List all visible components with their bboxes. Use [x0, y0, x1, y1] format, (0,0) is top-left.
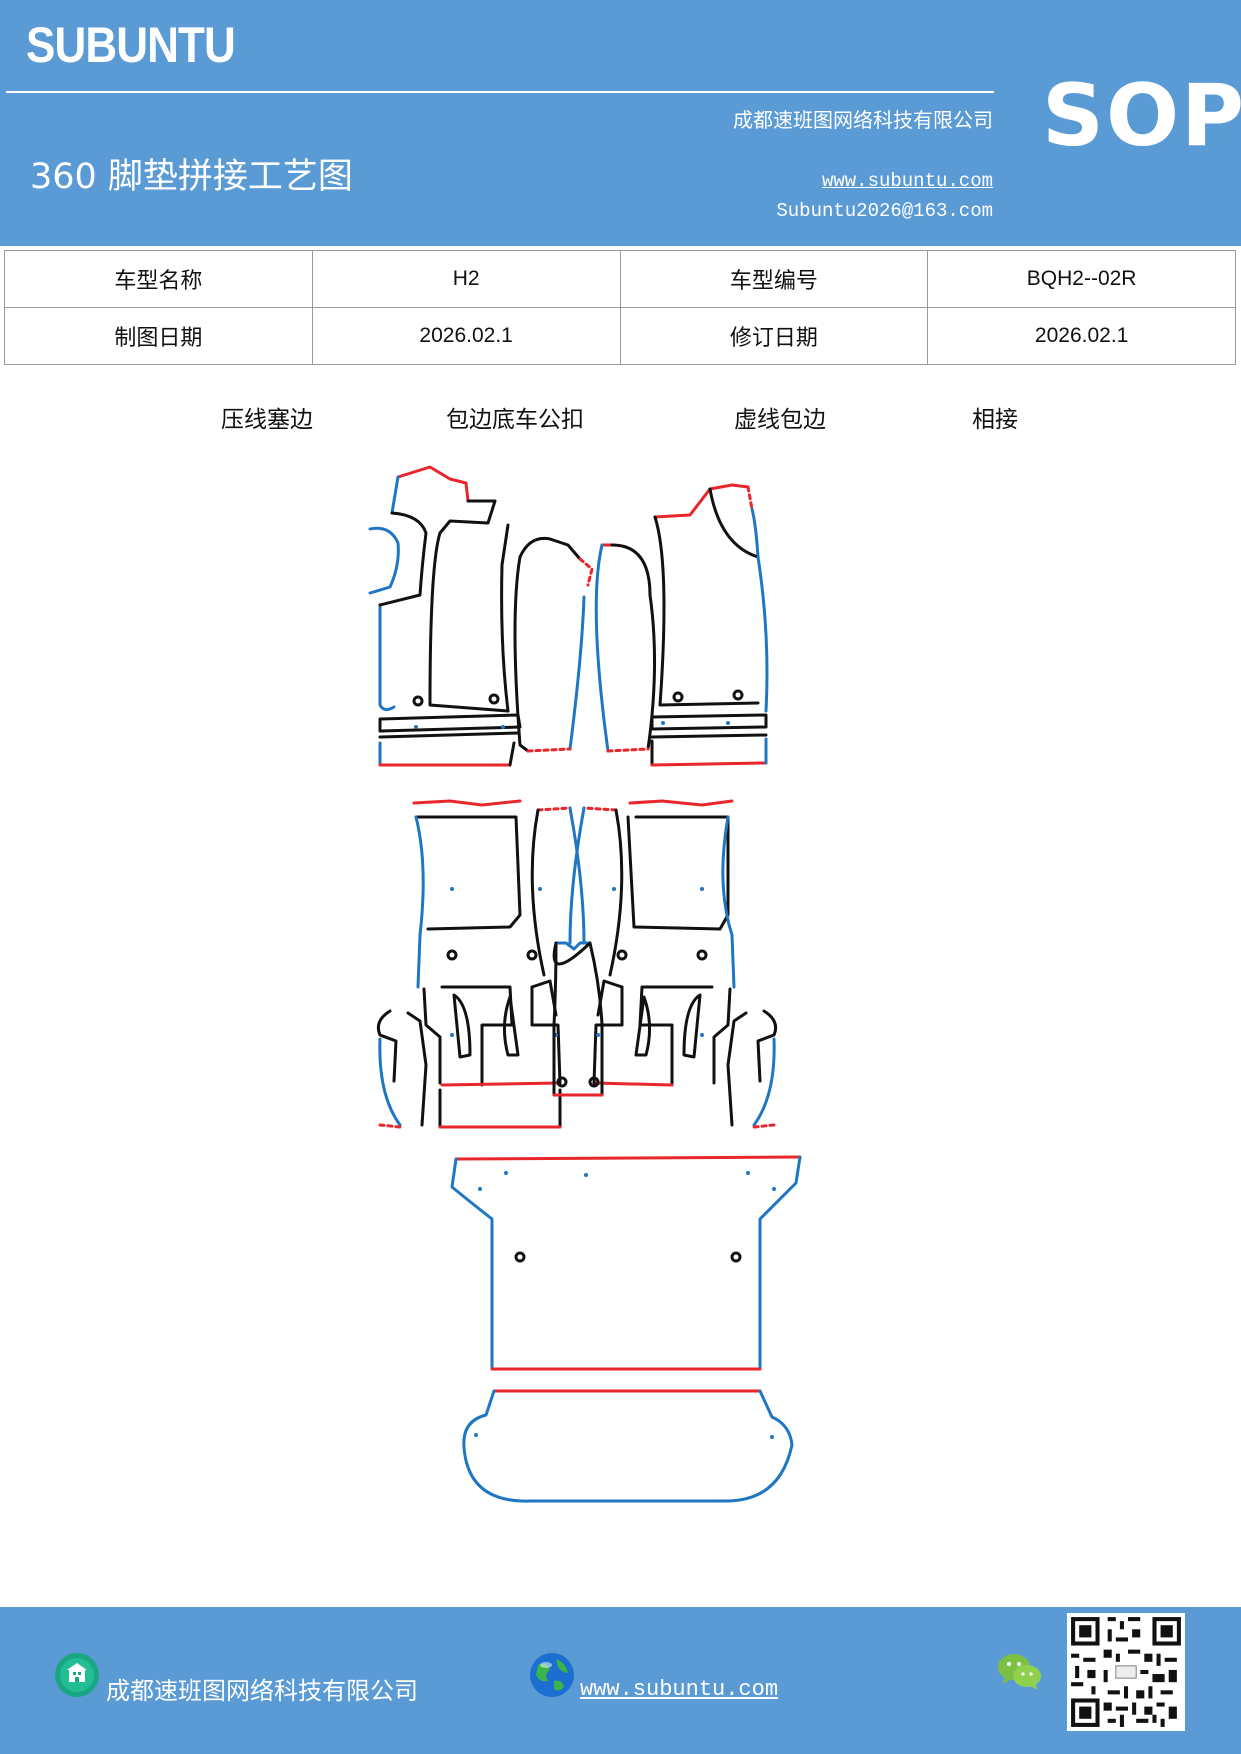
- legend-label: 压线塞边: [221, 407, 313, 433]
- globe-icon: [530, 1653, 574, 1697]
- legend-label: 包边底车公扣: [446, 407, 584, 433]
- table-cell-label: 车型编号: [619, 250, 929, 308]
- table-cell-value: 2026.02.1: [311, 307, 621, 365]
- info-table: 车型名称 H2 车型编号 BQH2--02R 制图日期 2026.02.1 修订…: [4, 250, 1236, 365]
- qr-code: [1067, 1613, 1185, 1731]
- second-row-mats: [376, 799, 778, 1129]
- footer-website-link[interactable]: www.subuntu.com: [580, 1677, 779, 1702]
- front-left-mat: [368, 465, 594, 767]
- wechat-icon: [998, 1654, 1041, 1690]
- footer-company: 成都速班图网络科技有限公司: [106, 1677, 418, 1705]
- footer: 成都速班图网络科技有限公司 www.subuntu.com: [0, 1607, 1241, 1754]
- legend: 压线塞边 包边底车公扣 虚线包边 相接: [0, 400, 1241, 440]
- table-cell-value: H2: [311, 250, 621, 308]
- table-cell-value: 2026.02.1: [927, 307, 1236, 365]
- header-divider: [6, 91, 994, 93]
- table-cell-label: 修订日期: [619, 307, 929, 365]
- header-website-link[interactable]: www.subuntu.com: [821, 170, 993, 192]
- header-company: 成都速班图网络科技有限公司: [733, 108, 993, 132]
- table-cell-value: BQH2--02R: [927, 250, 1236, 308]
- sop-badge: SOP: [1042, 66, 1241, 166]
- legend-label: 相接: [972, 407, 1018, 433]
- table-cell-label: 车型名称: [4, 250, 313, 308]
- table-cell-label: 制图日期: [4, 307, 313, 365]
- header: SUBUNTU 成都速班图网络科技有限公司 360 脚垫拼接工艺图 www.su…: [0, 0, 1241, 246]
- floor-mat-diagram: [368, 465, 802, 1503]
- table-row: 车型名称 H2 车型编号 BQH2--02R: [4, 250, 1236, 308]
- page-title: 360 脚垫拼接工艺图: [30, 157, 353, 197]
- building-icon: [55, 1653, 99, 1697]
- front-right-mat: [594, 483, 769, 767]
- header-email: Subuntu2026@163.com: [776, 200, 993, 222]
- trunk-mat: [450, 1155, 802, 1503]
- brand-logo: SUBUNTU: [26, 17, 236, 73]
- legend-label: 虚线包边: [734, 407, 826, 433]
- table-row: 制图日期 2026.02.1 修订日期 2026.02.1: [4, 307, 1236, 365]
